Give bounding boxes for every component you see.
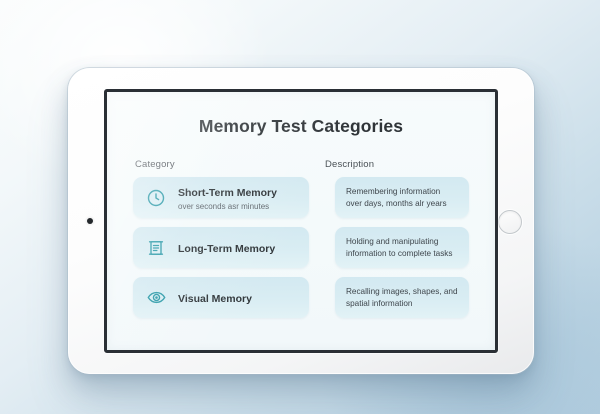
description-text: Holding and manipulating information to …	[346, 236, 453, 258]
description-card-visual-memory[interactable]: Recalling images, shapes, and spatial in…	[335, 277, 469, 318]
page-title: Memory Test Categories	[198, 116, 404, 136]
camera-dot-icon	[87, 218, 93, 224]
category-title: Long-Term Memory	[178, 242, 276, 255]
description-card-short-term-memory[interactable]: Remembering information over days, month…	[335, 177, 469, 218]
table-row: Visual Memory Recalling images, shapes, …	[133, 277, 469, 318]
category-title: Visual Memory	[178, 292, 252, 305]
description-text: Remembering information over days, month…	[346, 186, 447, 208]
table-row: Short-Term Memory over seconds asr minut…	[133, 177, 469, 218]
clock-icon	[143, 185, 169, 211]
category-card-long-term-memory[interactable]: Long-Term Memory	[133, 227, 309, 268]
tablet-device: Memory Test Categories Category Descript…	[68, 68, 534, 374]
description-text: Recalling images, shapes, and spatial in…	[346, 286, 458, 308]
home-button[interactable]	[498, 210, 522, 234]
column-gap	[309, 227, 335, 268]
column-gap	[309, 177, 335, 218]
category-card-visual-memory[interactable]: Visual Memory	[133, 277, 309, 318]
category-subtitle: over seconds asr minutes	[178, 201, 270, 211]
table-row: Long-Term Memory Holding and manipulatin…	[133, 227, 469, 268]
category-card-short-term-memory[interactable]: Short-Term Memory over seconds asr minut…	[133, 177, 309, 218]
eye-icon	[143, 285, 169, 311]
category-rows: Short-Term Memory over seconds asr minut…	[133, 177, 469, 318]
page-content: Memory Test Categories Category Descript…	[107, 92, 495, 350]
column-header-category: Category	[135, 159, 175, 170]
tablet-screen: Memory Test Categories Category Descript…	[104, 89, 498, 353]
column-header-description: Description	[325, 159, 375, 170]
category-title: Short-Term Memory	[178, 186, 277, 199]
column-gap	[309, 277, 335, 318]
scroll-document-icon	[143, 235, 169, 261]
column-headers: Category Description	[133, 159, 469, 170]
description-card-long-term-memory[interactable]: Holding and manipulating information to …	[335, 227, 469, 268]
